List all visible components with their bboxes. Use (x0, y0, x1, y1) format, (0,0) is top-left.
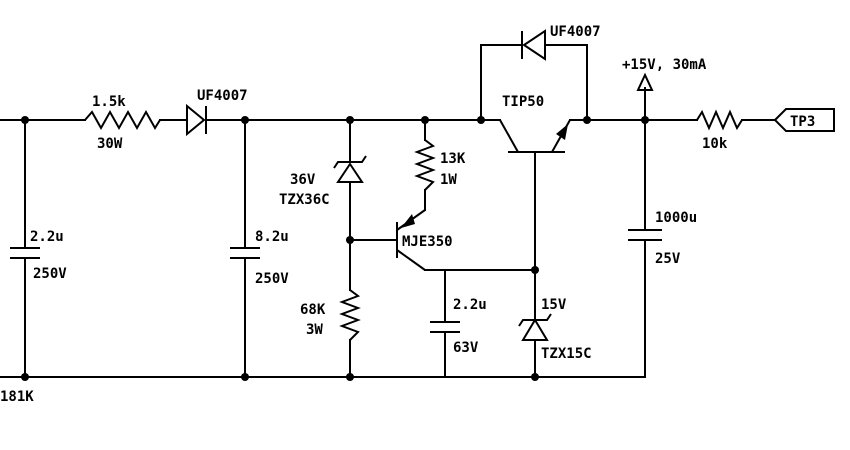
d2-part-label: UF4007 (550, 24, 601, 40)
r2-power-label: 1W (440, 172, 457, 188)
zener-z2 (518, 313, 552, 341)
d1-part-label: UF4007 (197, 88, 248, 104)
c1-voltage-label: 250V (33, 266, 67, 282)
resistor-r4 (696, 109, 743, 131)
q2-part-label: TIP50 (502, 94, 544, 110)
diode-d2 (521, 29, 546, 61)
transistor-q2 (499, 119, 571, 153)
resistor-r3 (339, 289, 361, 341)
ground-ref-label: 181K (0, 389, 34, 405)
junction-dots (21, 116, 649, 381)
diode-d1 (186, 103, 207, 137)
capacitor-c4 (628, 229, 662, 241)
r2-value-label: 13K (440, 151, 466, 167)
r3-power-label: 3W (306, 322, 323, 338)
tp3-label: TP3 (790, 114, 815, 130)
c2-voltage-label: 250V (255, 271, 289, 287)
z1-voltage-label: 36V (290, 172, 316, 188)
c1-value-label: 2.2u (30, 229, 64, 245)
z1-part-label: TZX36C (279, 192, 330, 208)
c4-value-label: 1000u (655, 210, 697, 226)
c3-value-label: 2.2u (453, 297, 487, 313)
z2-voltage-label: 15V (541, 297, 567, 313)
r1-power-label: 30W (97, 136, 123, 152)
capacitor-c2 (230, 247, 260, 259)
rail-voltage-label: +15V, 30mA (622, 57, 707, 73)
resistor-r1 (84, 109, 161, 131)
r1-value-label: 1.5k (92, 94, 126, 110)
r4-value-label: 10k (702, 136, 728, 152)
capacitor-c3 (430, 321, 460, 333)
r3-value-label: 68K (300, 302, 326, 318)
c4-voltage-label: 25V (655, 251, 681, 267)
c3-voltage-label: 63V (453, 340, 479, 356)
z2-part-label: TZX15C (541, 346, 592, 362)
labels: 1.5k 30W UF4007 2.2u 250V 8.2u 250V 36V … (0, 24, 815, 405)
rail-arrow (636, 72, 654, 91)
resistor-r2 (414, 139, 436, 191)
wires (0, 44, 776, 378)
transistor-q1 (396, 209, 426, 271)
c2-value-label: 8.2u (255, 229, 289, 245)
testpoint-tp3 (773, 108, 835, 132)
q1-part-label: MJE350 (402, 234, 453, 250)
capacitor-c1 (10, 247, 40, 259)
zener-z1 (333, 155, 367, 183)
